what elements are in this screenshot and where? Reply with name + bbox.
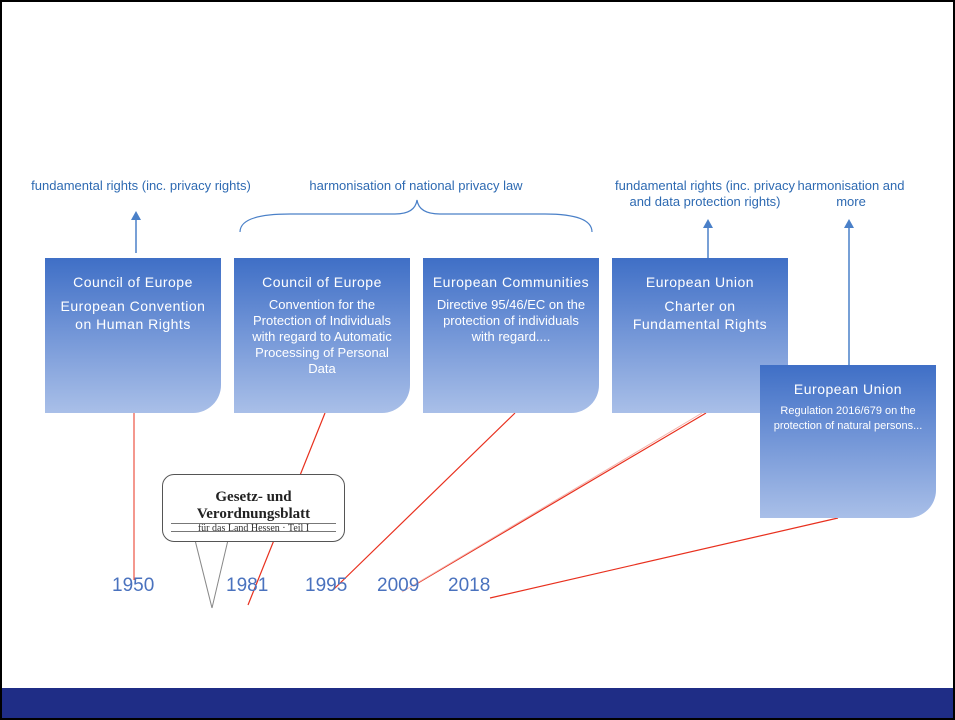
box-eu-charter: European Union Charter on Fundamental Ri… (612, 258, 788, 413)
label-eu-fundamental-rights: fundamental rights (inc. privacy and dat… (615, 178, 795, 209)
connector-2009b (401, 412, 703, 593)
box-body: European Convention on Human Rights (60, 298, 206, 332)
box-title: European Union (645, 274, 755, 290)
connector-1995 (332, 412, 516, 591)
arrowhead-coe-1950 (131, 211, 141, 220)
box-title: Council of Europe (73, 274, 193, 290)
year-1995: 1995 (305, 575, 348, 596)
box-body: Regulation 2016/679 on the protection of… (773, 405, 923, 432)
year-2009: 2009 (377, 575, 420, 596)
arrowhead-eu-regulation (844, 219, 854, 228)
year-1950: 1950 (112, 575, 155, 596)
box-ec-directive: European Communities Directive 95/46/EC … (423, 258, 599, 413)
year-2018: 2018 (448, 575, 491, 596)
gazette-title: Gesetz- und Verordnungsblatt (196, 489, 311, 522)
box-body: Convention for the Protection of Individ… (252, 297, 392, 376)
box-body: Charter on Fundamental Rights (632, 298, 768, 332)
label-coe-fundamental-rights: fundamental rights (inc. privacy rights) (31, 178, 251, 193)
box-title: European Union (793, 381, 903, 397)
callout-pointer-left (194, 539, 213, 609)
box-body: Directive 95/46/EC on the protection of … (436, 297, 586, 344)
gazette-subtitle: für das Land Hessen · Teil I (197, 523, 310, 534)
footer-bar (2, 688, 953, 718)
box-title: European Communities (432, 274, 590, 290)
box-coe-echr: Council of Europe European Convention on… (45, 258, 221, 413)
gazette-rule (171, 523, 336, 532)
connector-2018 (489, 517, 839, 599)
callout-pointer-right (211, 539, 229, 609)
harmonisation-brace (239, 199, 593, 233)
hessen-gazette-callout: Gesetz- und Verordnungsblatt für das Lan… (162, 474, 345, 542)
label-harmonisation: harmonisation of national privacy law (309, 178, 523, 193)
box-title: Council of Europe (262, 274, 382, 290)
arrowhead-eu-charter (703, 219, 713, 228)
connector-2009 (417, 412, 707, 584)
label-eu-harmonisation: harmonisation and more (797, 178, 905, 209)
box-coe-convention-108: Council of Europe Convention for the Pro… (234, 258, 410, 413)
box-eu-gdpr: European Union Regulation 2016/679 on th… (760, 365, 936, 518)
year-1981: 1981 (226, 575, 269, 596)
